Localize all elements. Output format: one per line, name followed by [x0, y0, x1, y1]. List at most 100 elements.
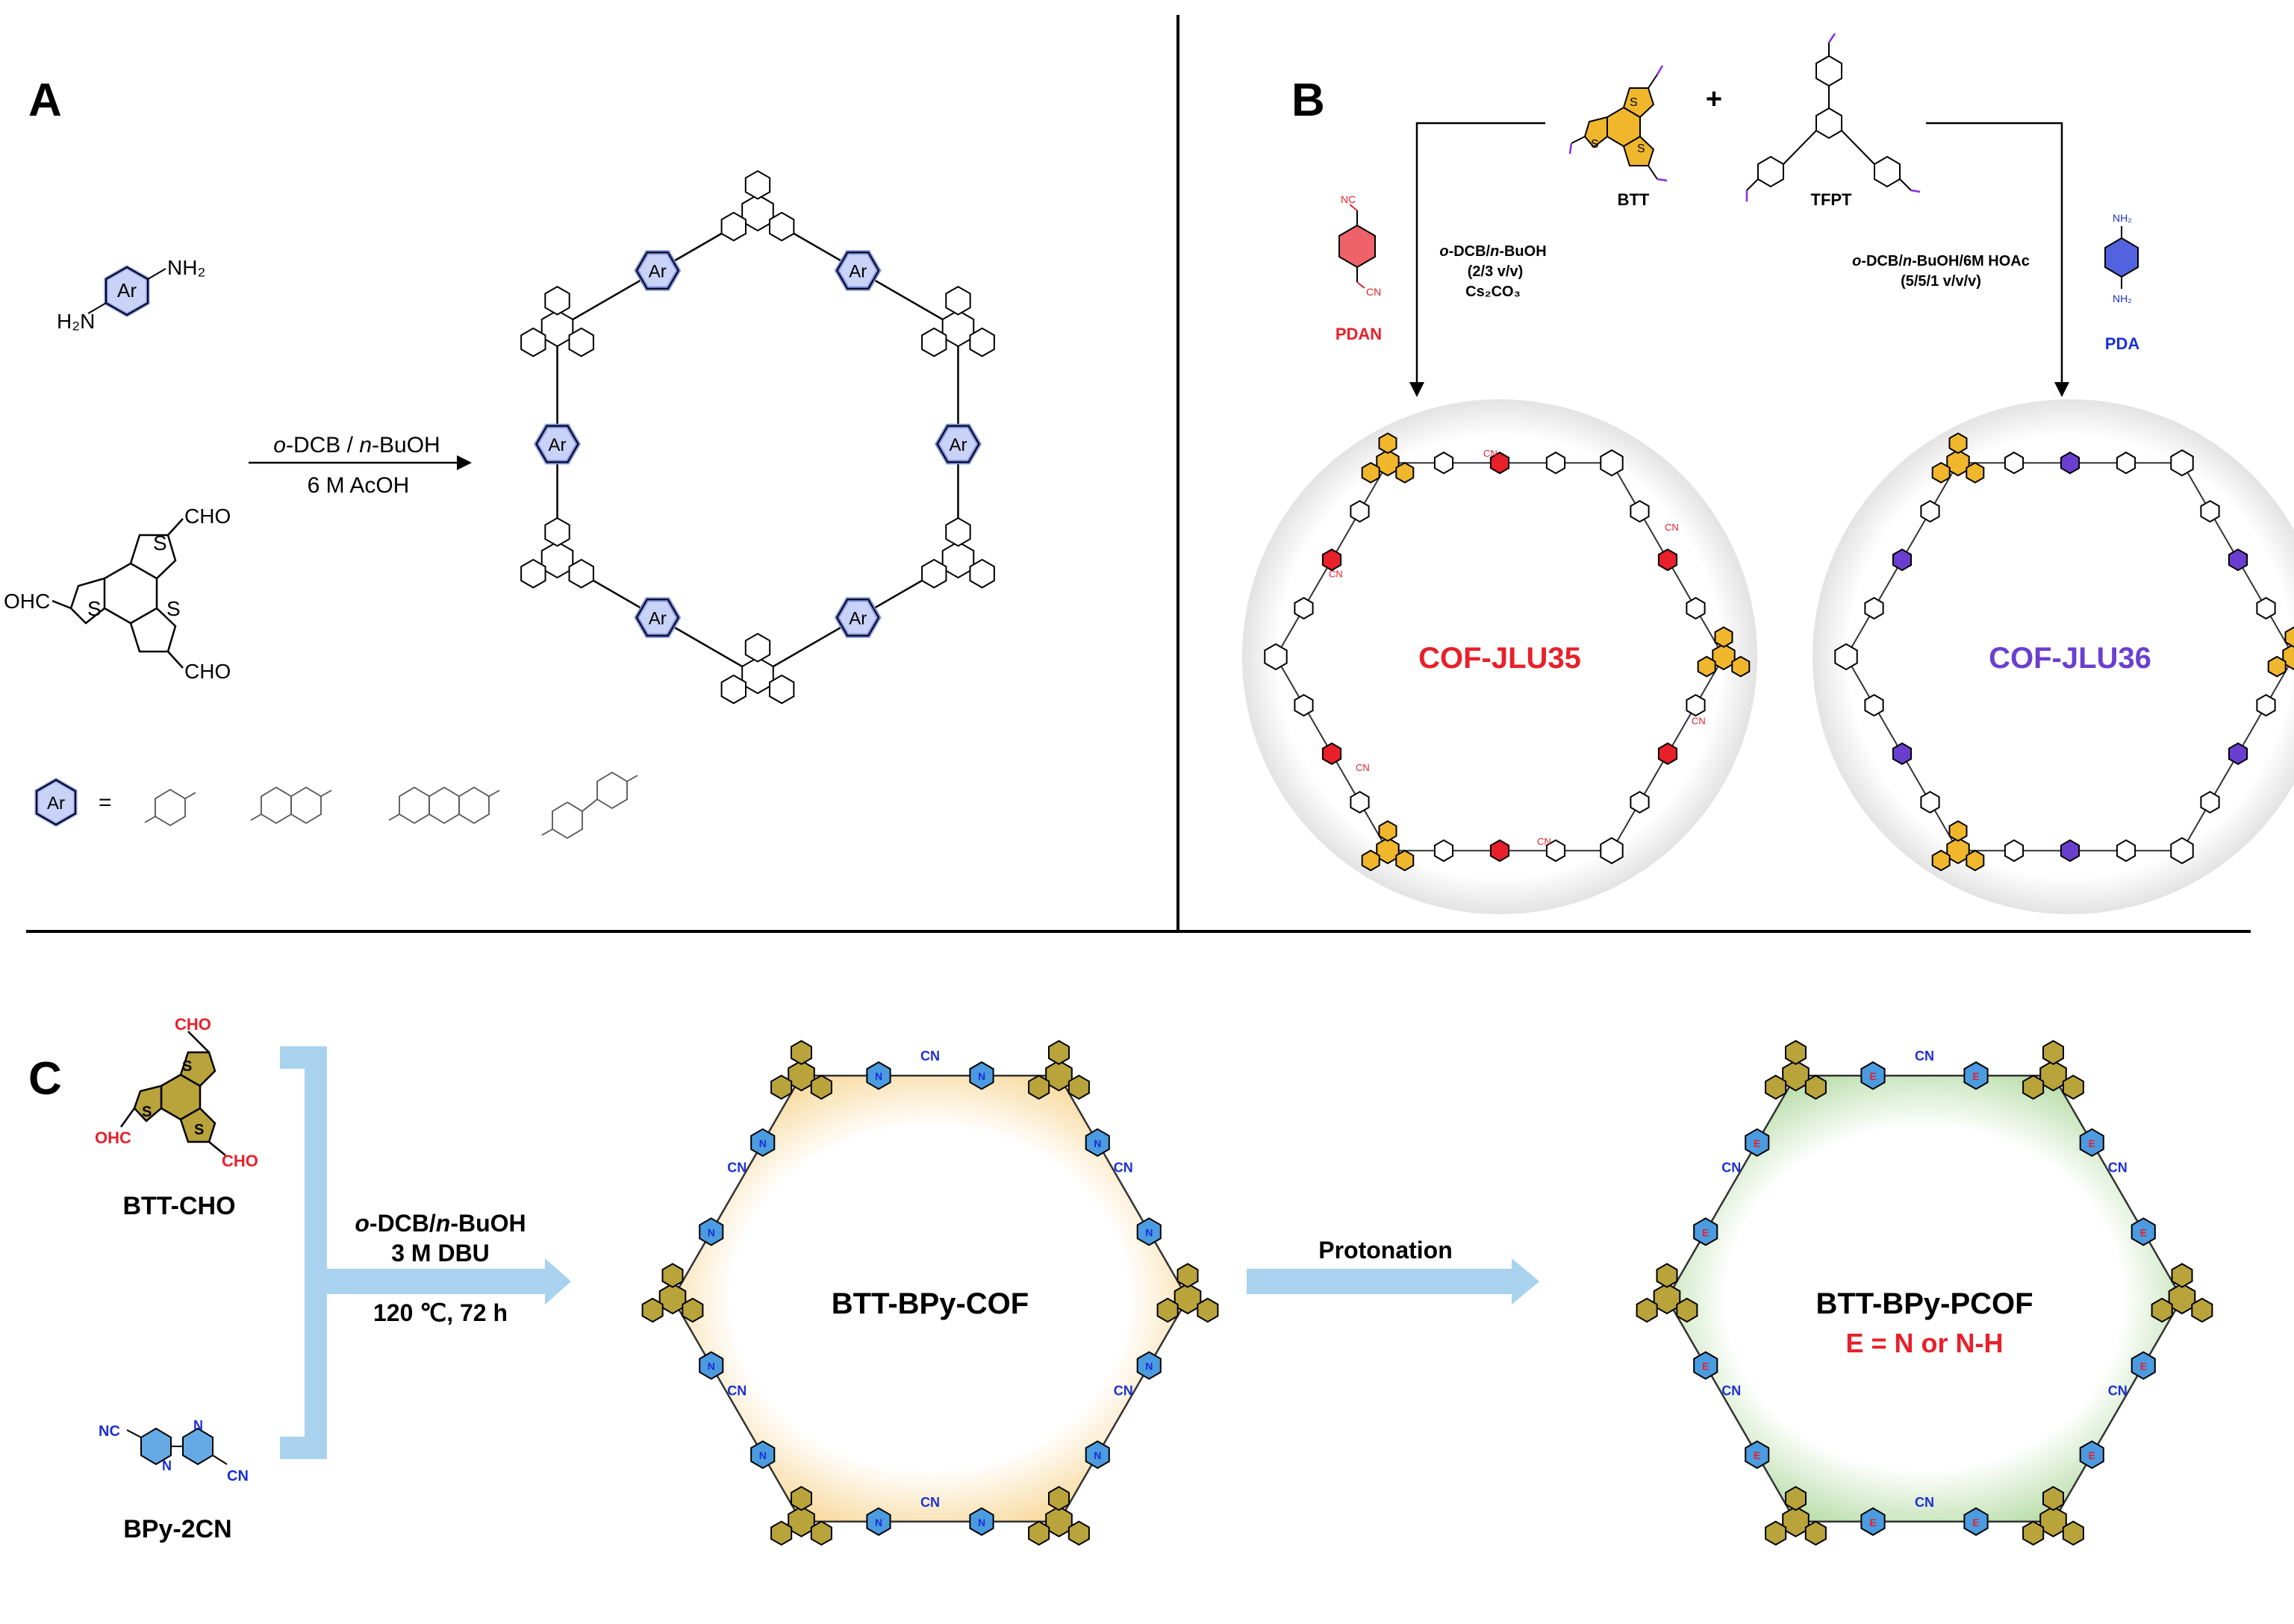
- thiophene-ring: [791, 1040, 812, 1065]
- legend-equals: =: [99, 790, 112, 815]
- pore-glow: [1242, 399, 1757, 914]
- thiophene-ring: [769, 674, 795, 705]
- linker-ring: [1892, 742, 1913, 766]
- triazine-core: [1834, 643, 1858, 671]
- thiophene-ring: [2022, 1520, 2045, 1546]
- thiophene-ring: [921, 327, 947, 357]
- thiophene-ring: [1156, 1297, 1179, 1323]
- pyridine-atom: N: [1094, 1137, 1101, 1149]
- btt-bpy-pcof-label: BTT-BPy-PCOF: [1815, 1287, 2033, 1320]
- solvent-o: o: [273, 433, 286, 457]
- cond-rest: -DCB/: [370, 1210, 436, 1237]
- pyridine-atom: E: [1754, 1449, 1760, 1461]
- pyridine-atom: N: [708, 1226, 715, 1238]
- btt-benzene: [1045, 1505, 1073, 1537]
- thiophene-ring: [1948, 820, 1968, 842]
- cyano-label: CN: [1483, 448, 1497, 459]
- thiophene-ring: [2284, 626, 2294, 649]
- cond-end: -BuOH: [1499, 243, 1546, 260]
- linker-ring: [1630, 790, 1650, 814]
- linker-ring: [2079, 1128, 2104, 1158]
- cho-top: CHO: [184, 505, 231, 528]
- thiophene-ring: [921, 558, 947, 589]
- triazine-core: [1600, 837, 1624, 864]
- linker-ring: [1693, 1351, 1718, 1380]
- thiophene-ring: [1361, 849, 1380, 872]
- thiophene-ring: [1785, 1040, 1807, 1065]
- btt-core: [1697, 626, 1751, 678]
- thiophene-ring: [1714, 626, 1733, 649]
- tfpt-monomer: [1745, 33, 1921, 202]
- pyridine-atom: N: [1145, 1361, 1153, 1372]
- linker-ring: [2256, 596, 2276, 620]
- bpy-n1: N: [162, 1458, 172, 1473]
- cyano-label: CN: [2108, 1383, 2128, 1398]
- linker-ring: [1489, 452, 1510, 475]
- thiophene-ring: [720, 674, 747, 705]
- thiophene-ring: [810, 1520, 832, 1546]
- thiophene-ring: [568, 558, 594, 589]
- ar-linker-outline: [836, 252, 880, 290]
- thiophene-ring: [1636, 1297, 1658, 1323]
- btt-benzene: [2039, 1060, 2067, 1092]
- panel-c: C CHO OHC CHO S S S BTT-CHO NC CN: [28, 1015, 2213, 1546]
- thiophene-ring: [1378, 820, 1397, 842]
- linker-ring: [1920, 790, 1940, 814]
- linker-ring: [1321, 742, 1342, 766]
- protonation-arrow: [1247, 1258, 1539, 1305]
- cho-left: OHC: [4, 590, 50, 613]
- s-atom: S: [87, 597, 102, 620]
- thiophene-ring: [661, 1263, 684, 1288]
- btt-core: [1028, 1040, 1090, 1100]
- linker-ring: [1350, 790, 1370, 814]
- thiophene-ring: [744, 632, 771, 663]
- pyridine-atom: E: [1869, 1517, 1876, 1528]
- pda-label: PDA: [2105, 334, 2140, 353]
- cof-jlu36-label: COF-JLU36: [1989, 642, 2151, 675]
- btt-core: [770, 1486, 832, 1546]
- italic-o: o: [1439, 243, 1448, 260]
- ar-linker-outline: [635, 599, 679, 637]
- linker-ring: [1433, 839, 1454, 862]
- thiophene-ring: [744, 169, 771, 200]
- linker-ring: [1294, 596, 1314, 620]
- thiophene-ring: [1395, 461, 1415, 484]
- s-atom: S: [194, 1122, 204, 1138]
- linker-ring: [699, 1351, 724, 1380]
- ar-linker-outline: [836, 599, 880, 637]
- thiophene-ring: [969, 558, 995, 589]
- thiophene-ring: [2151, 1297, 2173, 1323]
- btt-core: [921, 516, 995, 589]
- btt-benzene: [1376, 837, 1400, 864]
- btt-benzene: [1653, 1282, 1681, 1315]
- ar-linker-outline: [635, 252, 679, 290]
- pyridine-atom: N: [1145, 1226, 1153, 1238]
- pyridine-atom: N: [875, 1517, 882, 1528]
- linker-ring: [866, 1061, 891, 1090]
- btt-cho-left: OHC: [95, 1128, 131, 1147]
- thiophene-ring: [945, 516, 971, 547]
- diamine-nh2-left: H₂N: [57, 310, 95, 333]
- linker-ring: [969, 1061, 994, 1090]
- cyano-label: CN: [1915, 1049, 1934, 1064]
- panel-a: A Ar NH₂ H₂N S S S CHO OHC CHO: [4, 75, 995, 840]
- linker-ring: [699, 1217, 724, 1246]
- s-atom: S: [153, 531, 167, 555]
- solvent-n: n: [359, 433, 372, 457]
- pyridine-atom: N: [978, 1070, 985, 1082]
- thiophene-ring: [1804, 1074, 1827, 1100]
- btt-benzene: [1376, 449, 1400, 477]
- linker-ring: [1657, 742, 1678, 766]
- btt-core: [1636, 1263, 1698, 1323]
- btt-core: [1028, 1486, 1090, 1546]
- thiophene-ring: [945, 285, 971, 316]
- btt-benzene: [1946, 449, 1970, 477]
- linker-ring: [2131, 1351, 2156, 1380]
- e-definition: E = N or N-H: [1845, 1328, 2003, 1358]
- linker-ring: [2116, 452, 2136, 475]
- pyridine-atom: N: [759, 1449, 767, 1461]
- thiophene-ring: [969, 327, 995, 357]
- cyano-label: CN: [727, 1161, 747, 1175]
